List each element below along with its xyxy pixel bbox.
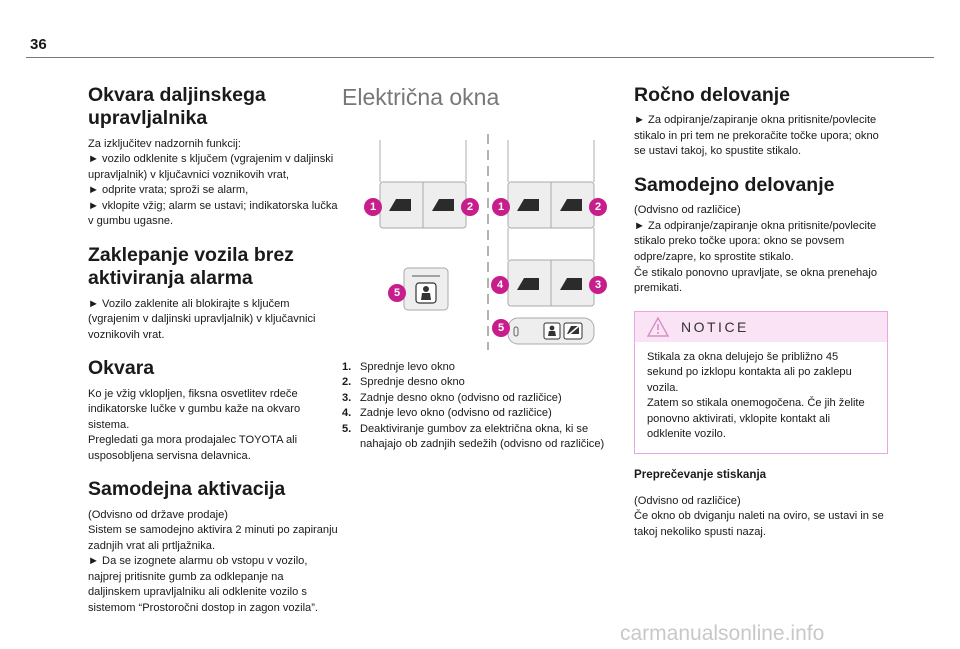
watermark: carmanualsonline.info xyxy=(620,622,825,645)
section-title-failure: Okvara xyxy=(88,357,155,380)
legend-item: 5. Deaktiviranje gumbov za električna okn… xyxy=(342,422,612,453)
callout-2-left: 2 xyxy=(461,197,479,216)
child-icon xyxy=(548,330,556,336)
child-icon xyxy=(421,292,431,300)
legend-list: 1. Sprednje levo okno 2. Sprednje desno ok… xyxy=(342,360,612,453)
window-lock-icon xyxy=(565,324,581,338)
legend-text: Zadnje levo okno (odvisno od različice) xyxy=(360,407,552,420)
automatic-operation-text: (Odvisno od različice) ► Za odpiranje/za… xyxy=(634,204,877,295)
legend-number: 4. xyxy=(342,407,352,420)
notice-title: NOTICE xyxy=(681,318,749,335)
legend-item: 3. Zadnje desno okno (odvisno od različic… xyxy=(342,391,612,407)
callout-5-left: 5 xyxy=(388,283,406,302)
child-icon xyxy=(423,285,429,292)
window-switch-icon xyxy=(560,277,582,290)
notice-text: Stikala za okna delujejo še približno 45… xyxy=(647,350,865,441)
window-switches-illustration xyxy=(379,133,595,352)
section-title-remote-failure: Okvara daljinskega upravljalnika xyxy=(88,84,338,131)
notice-box: NOTICE Stikala za okna delujejo še pribl… xyxy=(634,310,888,454)
section-title-lock-without-alarm: Zaklepanje vozila brez aktiviranja alarm… xyxy=(88,244,338,291)
callout-5-right: 5 xyxy=(492,318,510,337)
title-line: upravljalnika xyxy=(88,107,208,130)
section-title-automatic-operation: Samodejno delovanje xyxy=(634,173,835,196)
legend-number: 3. xyxy=(342,391,352,404)
callout-1-right: 1 xyxy=(492,197,510,216)
section-title-auto-activation: Samodejna aktivacija xyxy=(88,478,286,501)
section-title-electric-windows: Električna okna xyxy=(342,84,500,110)
legend-number: 2. xyxy=(342,376,352,389)
column-left: Okvara daljinskega upravljalnika Za izkl… xyxy=(88,84,338,631)
window-switch-icon xyxy=(389,198,411,211)
legend-text: Zadnje desno okno (odvisno od različice) xyxy=(360,391,562,404)
section-title-manual-operation: Ročno delovanje xyxy=(634,84,791,106)
title-line: Okvara daljinskega xyxy=(88,84,266,106)
window-switch-icon xyxy=(432,198,454,211)
column-middle: Električna okna xyxy=(342,84,612,453)
legend-item: 1. Sprednje levo okno xyxy=(342,360,612,376)
child-icon xyxy=(549,325,555,330)
callout-3: 3 xyxy=(589,275,607,294)
warning-triangle-icon xyxy=(647,316,669,337)
legend-number: 5. xyxy=(342,422,352,435)
legend-text: Sprednje levo okno xyxy=(360,360,455,373)
title-line: Zaklepanje vozila brez xyxy=(88,243,294,266)
legend-item: 4. Zadnje levo okno (odvisno od različice… xyxy=(342,406,612,422)
callout-2-right: 2 xyxy=(589,197,607,216)
lock-without-alarm-text: ► Vozilo zaklenite ali blokirajte s klju… xyxy=(88,297,316,341)
callout-4: 4 xyxy=(491,275,509,294)
window-switch-icon xyxy=(560,198,582,211)
window-switches-diagram: 1 2 1 2 5 4 3 5 xyxy=(342,120,612,352)
remote-failure-text: Za izključitev nadzornih funkcij: ► vozi… xyxy=(88,137,338,228)
auto-activation-text: (Odvisno od države prodaje) Sistem se sa… xyxy=(88,508,338,614)
title-line: aktiviranja alarma xyxy=(88,267,253,290)
window-switch-icon xyxy=(517,277,539,290)
legend-text: Deaktiviranje gumbov za električna okna,… xyxy=(360,422,605,451)
manual-operation-text: ► Za odpiranje/zapiranje okna pritisnite… xyxy=(634,114,879,158)
section-title-anti-pinch: Preprečevanje stiskanja xyxy=(634,467,767,481)
notice-header: NOTICE xyxy=(635,311,887,342)
indicator-light xyxy=(513,326,519,337)
page-number: 36 xyxy=(30,36,47,53)
window-switch-icon xyxy=(517,198,539,211)
column-right: Ročno delovanje ► Za odpiranje/zapiranje… xyxy=(634,84,890,554)
legend-text: Sprednje desno okno xyxy=(360,376,465,389)
legend-item: 2. Sprednje desno okno xyxy=(342,375,612,391)
callout-1-left: 1 xyxy=(364,197,382,216)
legend-number: 1. xyxy=(342,360,352,373)
anti-pinch-text: (Odvisno od različice) Če okno ob dvigan… xyxy=(634,494,884,538)
failure-text: Ko je vžig vklopljen, fiksna osvetlitev … xyxy=(88,387,301,462)
header-rule xyxy=(26,57,934,58)
